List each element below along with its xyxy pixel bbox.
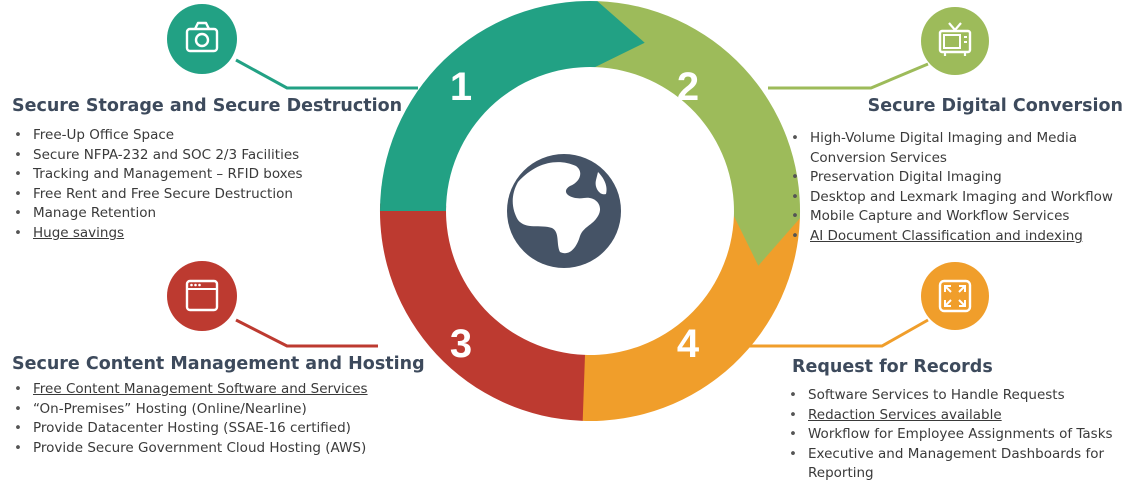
list-item: Preservation Digital Imaging: [789, 168, 1095, 188]
tv-icon: [921, 7, 989, 75]
list-records: Software Services to Handle Requests Red…: [787, 386, 1113, 484]
cycle-segment-1: [379, 0, 645, 211]
step-number-2: 2: [677, 65, 699, 109]
cycle-segment-4: [535, 216, 800, 422]
browser-window-icon: [167, 261, 237, 331]
list-storage: Free-Up Office Space Secure NFPA-232 and…: [12, 126, 312, 244]
list-item: “On-Premises” Hosting (Online/Nearline): [12, 400, 392, 420]
list-item: Free-Up Office Space: [12, 126, 312, 146]
list-item: Tracking and Management – RFID boxes: [12, 165, 312, 185]
list-item: High-Volume Digital Imaging and Media Co…: [789, 129, 1095, 168]
connector-hosting: [235, 318, 378, 348]
connector-conversion: [768, 62, 929, 90]
list-item: Executive and Management Dashboards for …: [787, 445, 1107, 484]
connector-records: [742, 318, 929, 348]
expand-icon: [921, 262, 989, 330]
list-item: Secure NFPA-232 and SOC 2/3 Facilities: [12, 146, 312, 166]
list-item: Free Rent and Free Secure Destruction: [12, 185, 312, 205]
huge-savings-link[interactable]: Huge savings: [12, 224, 312, 244]
ai-classification-link[interactable]: AI Document Classification and indexing: [789, 227, 1095, 247]
section-title-hosting: Secure Content Management and Hosting: [12, 354, 425, 374]
cycle-segment-2: [595, 1, 801, 266]
camera-icon: [167, 4, 237, 74]
redaction-services-link[interactable]: Redaction Services available: [787, 406, 1107, 426]
list-item: Workflow for Employee Assignments of Tas…: [787, 425, 1113, 445]
list-item: Manage Retention: [12, 204, 312, 224]
step-number-3: 3: [450, 322, 472, 366]
list-item: Desktop and Lexmark Imaging and Workflow: [789, 188, 1113, 208]
step-number-4: 4: [677, 322, 700, 366]
section-title-records: Request for Records: [792, 357, 993, 377]
section-title-conversion: Secure Digital Conversion: [867, 96, 1123, 116]
section-title-storage: Secure Storage and Secure Destruction: [12, 96, 403, 116]
cycle-segment-3: [379, 156, 585, 421]
connector-storage: [235, 58, 418, 90]
list-hosting: Free Content Management Software and Ser…: [12, 380, 392, 458]
free-content-management-link[interactable]: Free Content Management Software and Ser…: [12, 380, 392, 400]
globe-icon: [507, 154, 621, 268]
list-item: Provide Datacenter Hosting (SSAE-16 cert…: [12, 419, 392, 439]
list-item: Software Services to Handle Requests: [787, 386, 1107, 406]
list-item: Mobile Capture and Workflow Services: [789, 207, 1095, 227]
list-item: Provide Secure Government Cloud Hosting …: [12, 439, 392, 459]
step-number-1: 1: [450, 65, 472, 109]
list-conversion: High-Volume Digital Imaging and Media Co…: [789, 129, 1113, 247]
